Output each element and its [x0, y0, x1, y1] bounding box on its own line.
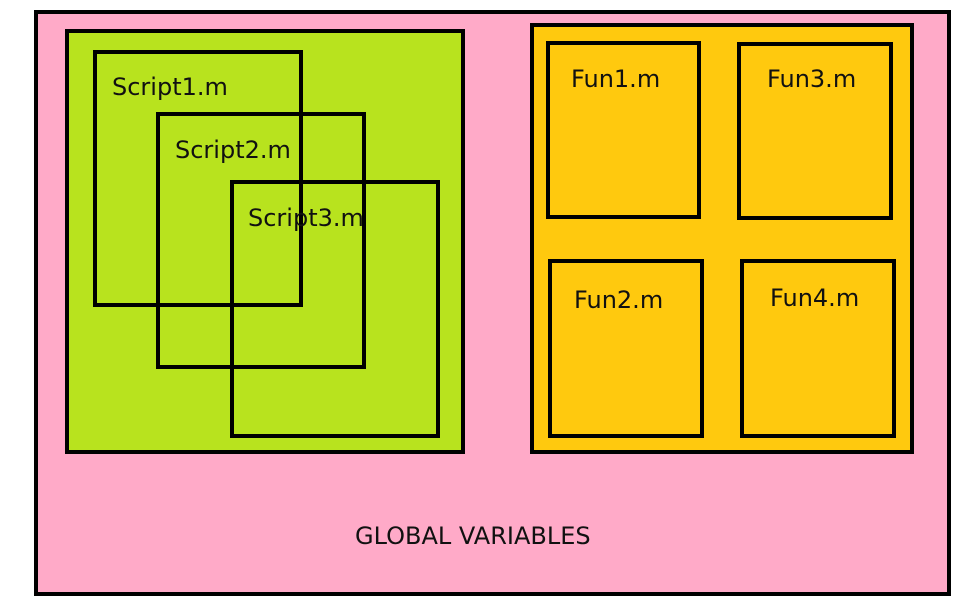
function-box-4 — [740, 259, 896, 438]
function-box-3 — [737, 42, 893, 220]
function-label-3: Fun3.m — [767, 65, 857, 93]
script-label-1: Script1.m — [112, 73, 228, 101]
script-box-1 — [93, 50, 303, 307]
scripts-container — [65, 29, 465, 454]
script-box-3 — [230, 180, 440, 438]
function-label-4: Fun4.m — [770, 284, 860, 312]
function-box-2 — [548, 259, 704, 438]
global-variables-label: GLOBAL VARIABLES — [355, 522, 591, 550]
function-label-2: Fun2.m — [574, 286, 664, 314]
script-label-2: Script2.m — [175, 136, 291, 164]
script-label-3: Script3.m — [248, 204, 364, 232]
function-box-1 — [546, 41, 701, 219]
script-box-2 — [156, 112, 366, 369]
function-label-1: Fun1.m — [571, 65, 661, 93]
